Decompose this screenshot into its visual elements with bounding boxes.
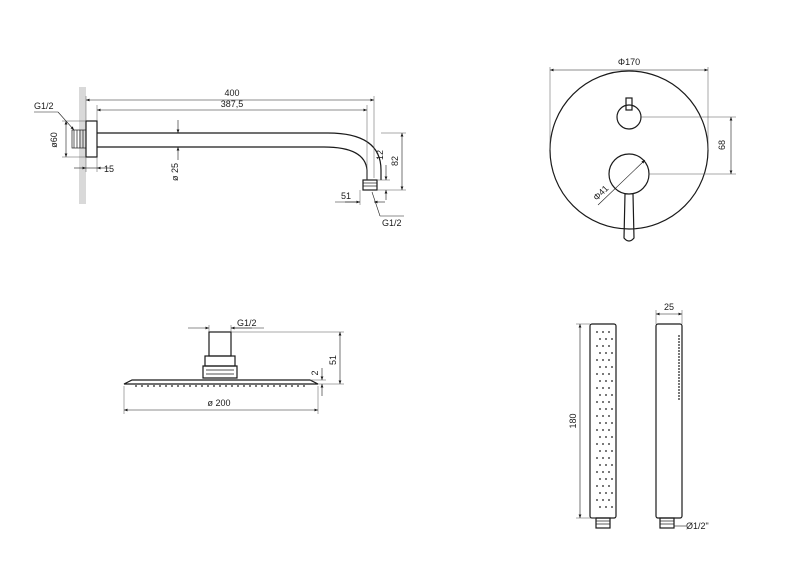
outlet-thread <box>362 179 378 191</box>
wall-flange <box>85 120 98 158</box>
hand-length-label: 180 <box>568 413 578 428</box>
tube-diameter-label: ø 25 <box>170 163 180 181</box>
hand-shower-side-thread <box>659 517 675 529</box>
plate-diameter-label: Φ170 <box>618 57 640 67</box>
outlet-height-label: 12 <box>375 150 385 160</box>
handle-spacing-label: 68 <box>717 140 727 150</box>
outlet-offset-label: 51 <box>341 191 351 201</box>
hand-thread-label: Ø1/2" <box>686 521 709 531</box>
shower-head-view: G1/2 51 2 ø 200 <box>123 318 344 414</box>
outlet-thread-label: G1/2 <box>382 218 402 228</box>
mixer-plate-view: Φ170 68 Φ41 <box>549 57 736 242</box>
diverter-knob <box>616 104 642 130</box>
hand-width-label: 25 <box>664 302 674 312</box>
arm-tube <box>97 132 382 180</box>
side-nozzles <box>678 335 680 400</box>
flange-depth-label: 15 <box>104 164 114 174</box>
hand-shower-front-thread <box>595 517 611 529</box>
head-plate <box>123 379 319 385</box>
spray-face <box>596 331 613 508</box>
inlet-thread-label: G1/2 <box>34 101 54 111</box>
lever-handle <box>623 193 635 242</box>
dim-label-387: 387,5 <box>221 99 244 109</box>
head-thickness-label: 2 <box>310 370 320 375</box>
lever-diameter-label: Φ41 <box>591 183 610 202</box>
dim-label-400: 400 <box>224 88 239 98</box>
drop-height-label: 82 <box>390 156 400 166</box>
cover-plate <box>549 70 709 230</box>
head-swivel <box>204 355 236 367</box>
lever-base <box>608 153 650 195</box>
wall-section <box>79 87 86 204</box>
head-height-label: 51 <box>328 355 338 365</box>
nozzle-row <box>135 385 305 387</box>
diverter-knob-tab <box>625 97 633 111</box>
head-diameter-label: ø 200 <box>207 398 230 408</box>
hand-shower-side <box>655 323 683 519</box>
shower-arm-view: 400 387,5 G1/2 ø60 ø 25 15 82 12 51 <box>34 87 406 228</box>
flange-diameter-label: ø60 <box>49 132 59 148</box>
head-thread <box>208 331 232 357</box>
head-thread-label: G1/2 <box>237 318 257 328</box>
hand-shower-view: 180 25 Ø1/2" <box>568 302 709 531</box>
